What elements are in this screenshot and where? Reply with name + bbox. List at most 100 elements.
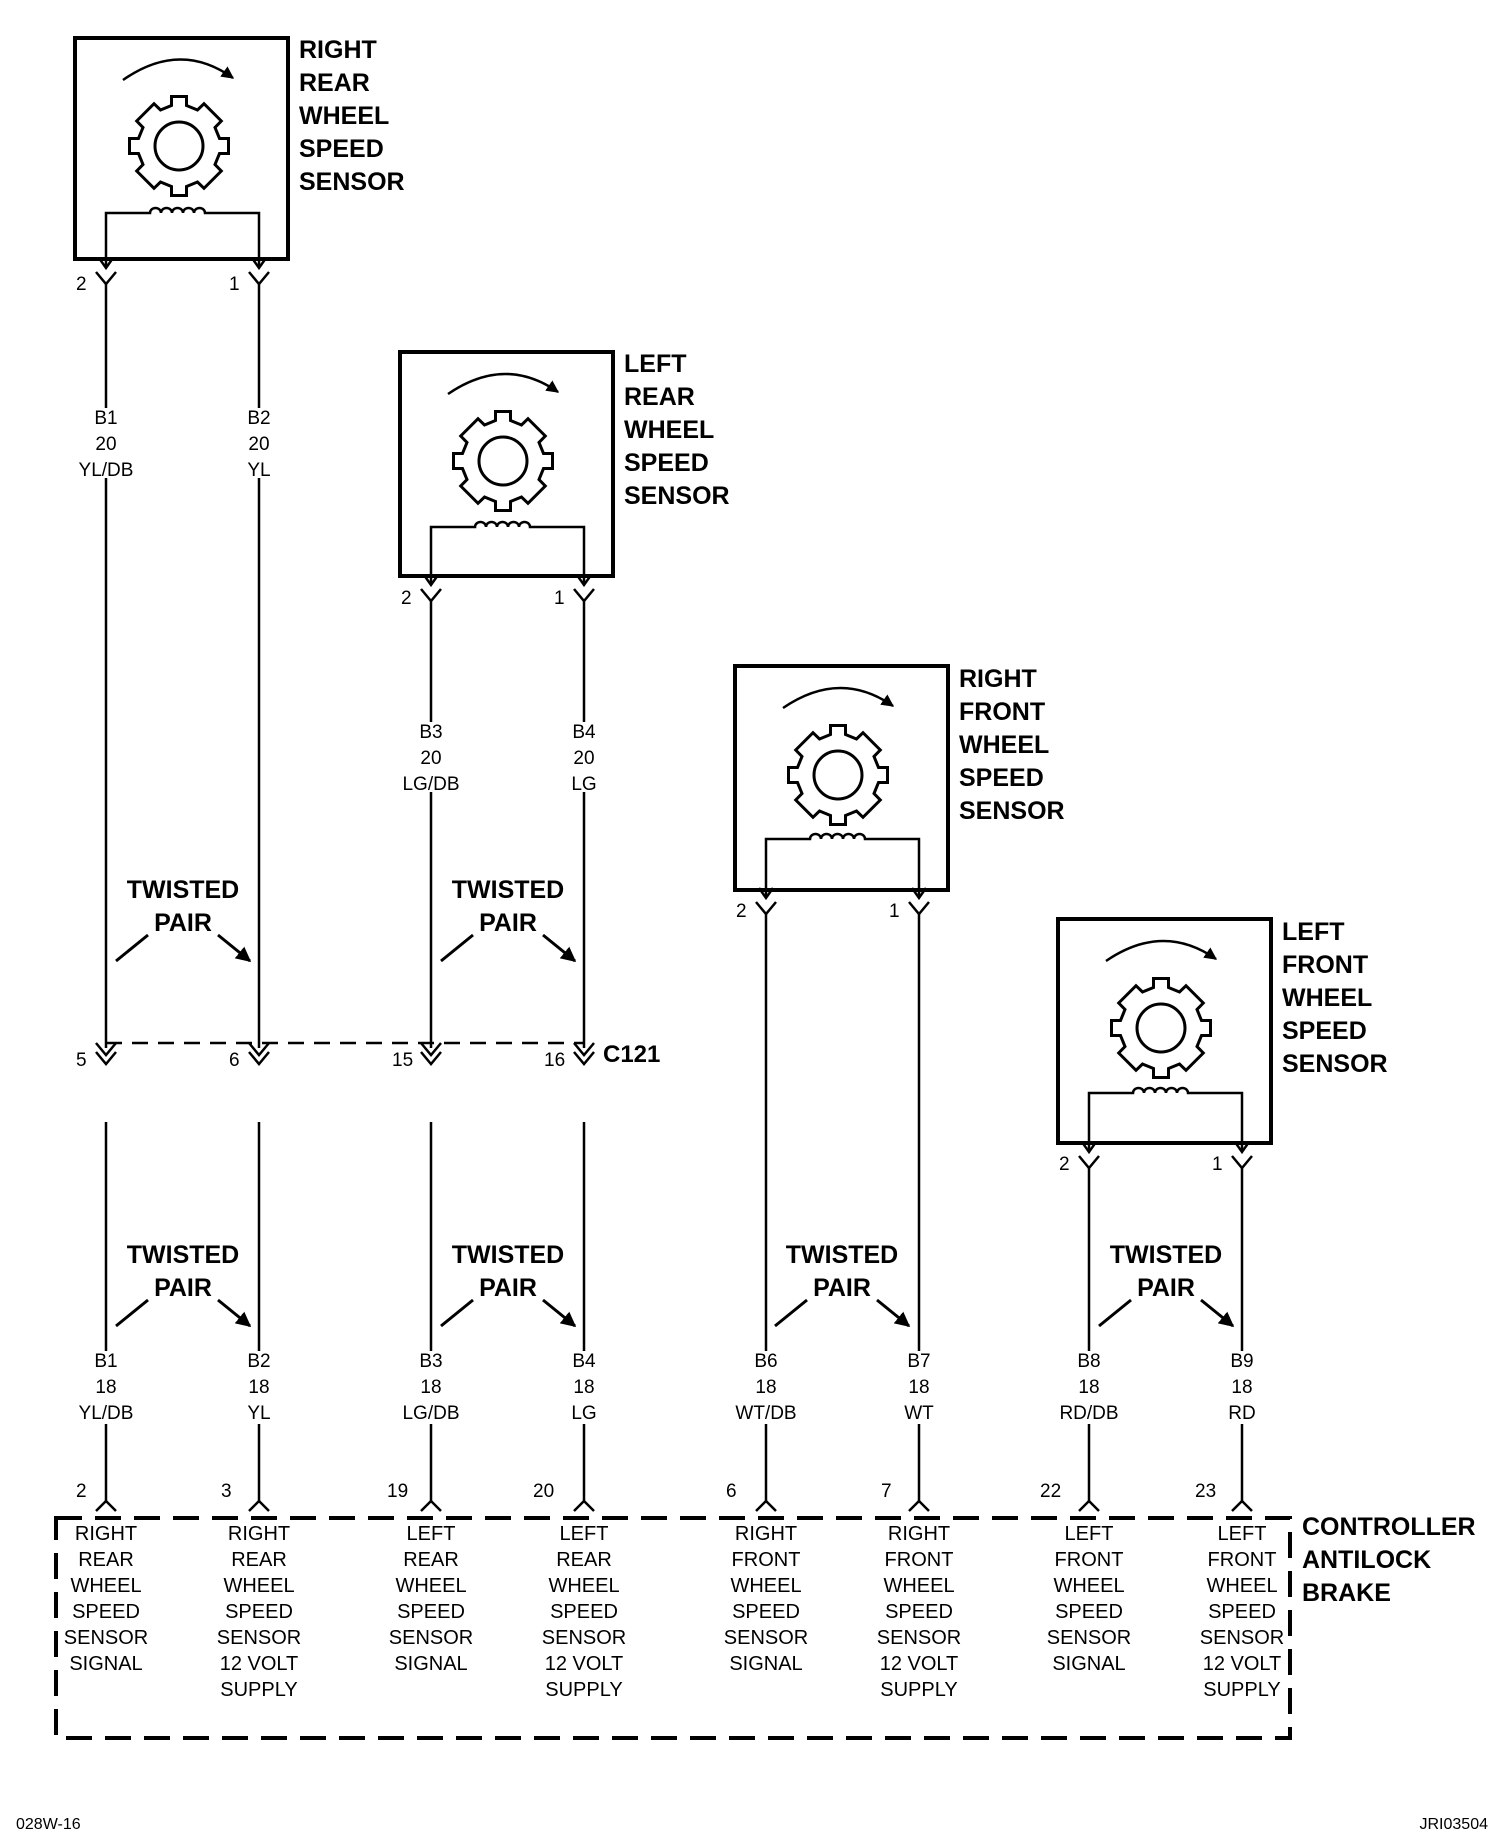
wire-circuit: B2: [247, 408, 270, 429]
rotation-arrow-icon: [447, 372, 560, 396]
sensor-box: [398, 350, 615, 578]
controller-pin: 6: [726, 1481, 737, 1502]
circuit-label: REAR: [403, 1549, 459, 1571]
circuit-label: SENSOR: [389, 1627, 473, 1649]
circuit-label: SPEED: [732, 1601, 800, 1623]
sensor-title: LEFT: [1282, 918, 1345, 946]
controller-title: CONTROLLER: [1302, 1513, 1476, 1541]
wire-circuit: B3: [419, 1351, 442, 1372]
sensor-box: [73, 36, 290, 261]
pin-number: 1: [889, 901, 900, 922]
wire-circuit: B9: [1230, 1351, 1253, 1372]
wire-color: LG/DB: [402, 774, 459, 795]
gear-icon: [128, 95, 230, 197]
circuit-label: SPEED: [72, 1601, 140, 1623]
pin-number: 2: [1059, 1154, 1070, 1175]
twisted-label: PAIR: [479, 1274, 537, 1302]
sensor-title: REAR: [299, 69, 370, 97]
circuit-label: SPEED: [550, 1601, 618, 1623]
circuit-label: SUPPLY: [545, 1679, 622, 1701]
pin-number: 1: [1212, 1154, 1223, 1175]
circuit-label: 12 VOLT: [220, 1653, 299, 1675]
controller-pin: 2: [76, 1481, 87, 1502]
circuit-label: SENSOR: [877, 1627, 961, 1649]
sensor-title: FRONT: [1282, 951, 1368, 979]
wire-gauge: 18: [95, 1377, 116, 1398]
twisted-label: TWISTED: [786, 1241, 899, 1269]
wire-color: RD/DB: [1059, 1403, 1118, 1424]
wire-circuit: B7: [907, 1351, 930, 1372]
circuit-label: FRONT: [1055, 1549, 1124, 1571]
wire-gauge: 18: [908, 1377, 929, 1398]
circuit-label: LEFT: [407, 1523, 456, 1545]
circuit-label: SUPPLY: [220, 1679, 297, 1701]
circuit-label: RIGHT: [228, 1523, 290, 1545]
circuit-label: SIGNAL: [1052, 1653, 1125, 1675]
wire-gauge: 20: [420, 748, 441, 769]
circuit-label: RIGHT: [75, 1523, 137, 1545]
wire-color: YL: [247, 1403, 270, 1424]
connector-pin: 5: [76, 1050, 87, 1071]
twisted-label: PAIR: [154, 909, 212, 937]
sensor-title: SENSOR: [1282, 1050, 1388, 1078]
twisted-label: TWISTED: [1110, 1241, 1223, 1269]
pointer-arrow-icon: [440, 1298, 575, 1326]
connector-pin: 15: [392, 1050, 413, 1071]
sensor-title: WHEEL: [624, 416, 714, 444]
terminal-arrow-icon: [757, 887, 928, 901]
wire-color: RD: [1228, 1403, 1255, 1424]
coil-icon: [429, 520, 586, 585]
pointer-arrow-icon: [115, 933, 250, 961]
sensor-title: SENSOR: [624, 482, 730, 510]
sensor-title: SPEED: [1282, 1017, 1367, 1045]
controller-pin: 20: [533, 1481, 554, 1502]
sensor-title: RIGHT: [959, 665, 1037, 693]
controller-title: ANTILOCK: [1302, 1546, 1431, 1574]
wire-gauge: 18: [1231, 1377, 1252, 1398]
wire-color: LG: [571, 774, 596, 795]
wire-gauge: 20: [573, 748, 594, 769]
sensor-title: REAR: [624, 383, 695, 411]
circuit-label: SPEED: [1208, 1601, 1276, 1623]
figure-code-right: JRI03504: [1420, 1816, 1489, 1833]
pin-number: 2: [401, 588, 412, 609]
circuit-label: FRONT: [885, 1549, 954, 1571]
wire-circuit: B8: [1077, 1351, 1100, 1372]
wire-circuit: B6: [754, 1351, 777, 1372]
sensor-title: WHEEL: [1282, 984, 1372, 1012]
controller-pin: 3: [221, 1481, 232, 1502]
pin-number: 1: [229, 274, 240, 295]
wire-gauge: 18: [420, 1377, 441, 1398]
terminal-arrow-icon: [97, 257, 268, 271]
pointer-arrow-icon: [774, 1298, 909, 1326]
circuit-label: SIGNAL: [394, 1653, 467, 1675]
connector-double-v-icon: [95, 1042, 595, 1066]
rotation-arrow-icon: [122, 58, 235, 82]
circuit-label: WHEEL: [883, 1575, 954, 1597]
circuit-label: WHEEL: [70, 1575, 141, 1597]
